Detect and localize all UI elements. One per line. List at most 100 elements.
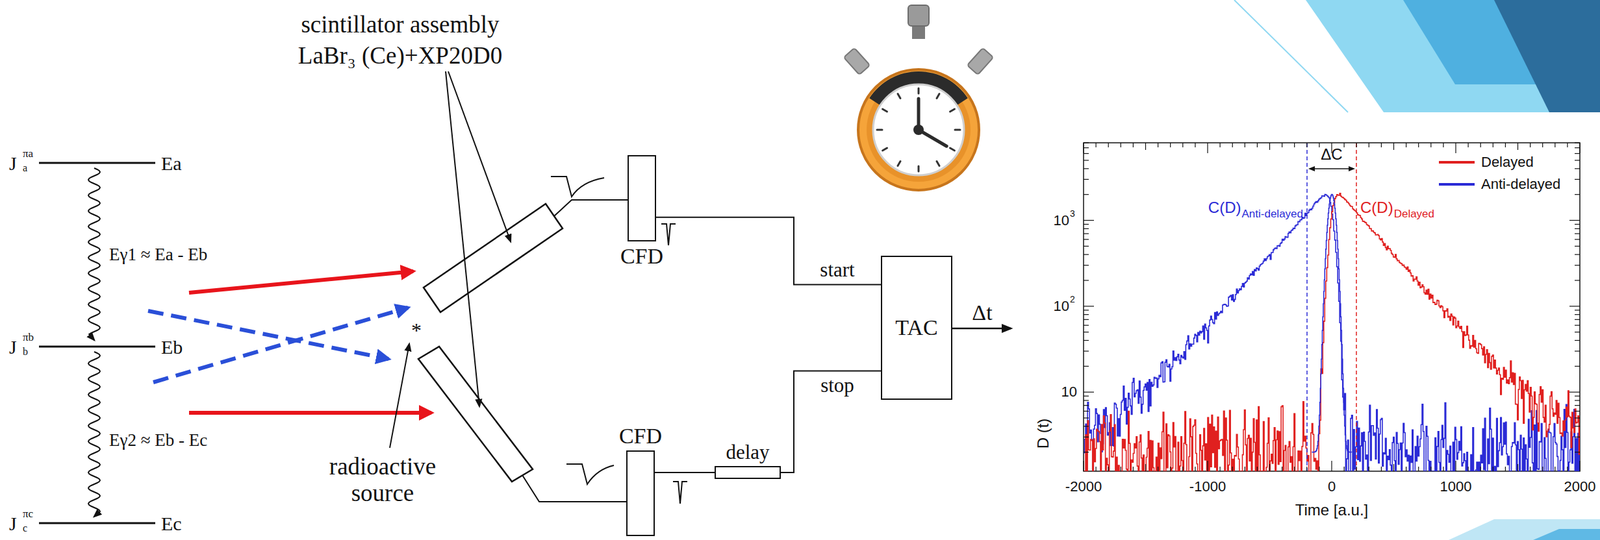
axis-tick — [1574, 254, 1580, 256]
stopwatch-icon — [843, 48, 870, 75]
signal-name: stop — [820, 374, 855, 397]
axis-tick — [1574, 246, 1580, 247]
tick-label: 2000 — [1564, 479, 1597, 496]
level-energy: Ec — [161, 513, 182, 535]
anti-delayed-curve — [1083, 194, 1580, 472]
axis-tick — [1574, 452, 1580, 453]
axis-tick — [1574, 279, 1580, 281]
slide-decoration — [1448, 519, 1600, 540]
axis-tick — [1574, 309, 1580, 311]
axis-tick — [1083, 366, 1089, 368]
pulse-shape — [673, 482, 688, 505]
legend-label: Anti-delayed — [1481, 176, 1561, 193]
axis-tick — [1083, 350, 1089, 352]
gamma-ray-arrow — [153, 307, 408, 383]
cfd-module: CFD — [626, 450, 655, 537]
axis-tick — [1318, 467, 1320, 472]
signal-wire — [656, 217, 881, 286]
detector — [418, 203, 563, 483]
legend-swatch — [1438, 161, 1475, 164]
tick-label: 0 — [1327, 479, 1336, 496]
axis-tick — [1206, 142, 1208, 154]
axis-tick — [1232, 467, 1233, 472]
axis-tick — [1368, 142, 1370, 148]
signal-wire — [780, 371, 881, 473]
axis-tick — [1219, 142, 1220, 148]
axis-tick — [1517, 142, 1519, 151]
axis-tick — [1083, 147, 1089, 149]
time-spectrum-chart — [1083, 142, 1580, 472]
slide-decoration — [1305, 0, 1600, 113]
axis-tick — [1574, 437, 1580, 438]
signal-wire — [554, 200, 628, 217]
axis-tick — [1574, 228, 1580, 230]
stopwatch-icon — [858, 69, 979, 191]
stopwatch-icon — [843, 48, 870, 75]
axis-tick — [1083, 168, 1089, 169]
axis-tick — [1083, 228, 1089, 230]
axis-tick — [1182, 142, 1183, 148]
axis-tick — [1569, 305, 1580, 307]
spin-label: J — [9, 336, 17, 358]
difference-arrow — [1309, 168, 1354, 170]
level-index: a — [22, 162, 28, 175]
stopwatch-icon — [913, 124, 924, 136]
axis-tick — [1083, 437, 1089, 438]
gamma-energy: Eγ2 ≈ Eb - Ec — [109, 431, 208, 451]
axis-tick — [1169, 142, 1171, 148]
axis-tick — [1505, 467, 1506, 472]
level-index: c — [22, 522, 28, 535]
stopwatch-icon — [917, 88, 920, 94]
axis-tick — [1083, 142, 1580, 472]
axis-tick — [1083, 254, 1089, 256]
pulse-shape — [550, 176, 688, 505]
axis-tick — [1505, 142, 1506, 148]
stopwatch-icon — [873, 84, 965, 176]
axis-tick — [1566, 467, 1568, 472]
axis-tick — [1269, 464, 1270, 472]
stopwatch-icon — [897, 161, 901, 166]
delayed-curve — [1083, 193, 1580, 472]
axis-tick — [1219, 467, 1220, 472]
axis-tick — [1574, 411, 1580, 412]
centroid-label: C(D) — [1208, 199, 1242, 217]
legend-label: Delayed — [1481, 154, 1534, 171]
axis-tick — [1108, 467, 1109, 472]
parity-label: πa — [22, 148, 34, 161]
level-energy: Eb — [161, 336, 183, 358]
axis-tick — [1405, 142, 1407, 148]
axis-tick — [1083, 417, 1089, 419]
signal-name: start — [819, 259, 855, 282]
axis-tick — [1574, 147, 1580, 149]
stopwatch-icon — [936, 161, 940, 166]
axis-tick — [1083, 153, 1089, 154]
axis-tick — [1574, 153, 1580, 154]
axis-tick — [1083, 392, 1094, 394]
prompt-curve — [1311, 194, 1352, 453]
parity-label: πb — [22, 331, 34, 345]
stopwatch-icon — [936, 94, 940, 99]
pulse-shape — [661, 224, 676, 246]
axis-tick — [1120, 467, 1122, 472]
stopwatch-icon — [882, 109, 888, 112]
centroid-line — [1355, 143, 1358, 471]
axis-tick — [1083, 400, 1089, 401]
axis-tick — [1529, 142, 1531, 148]
tick-label: -1000 — [1189, 479, 1226, 496]
axis-tick — [1574, 325, 1580, 327]
axis-tick — [1083, 314, 1089, 316]
axis-tick — [1480, 467, 1482, 472]
axis-tick — [1574, 233, 1580, 234]
axis-tick — [1083, 265, 1089, 266]
axis-tick — [1306, 467, 1308, 472]
axis-tick — [1083, 279, 1089, 281]
axis-tick — [1468, 142, 1469, 148]
axis-tick — [1083, 305, 1094, 307]
axis-tick — [1574, 350, 1580, 352]
stopwatch-icon — [967, 48, 994, 75]
module-label: CFD — [620, 244, 664, 269]
energy-level — [38, 522, 156, 525]
tac-module: TAC — [880, 255, 953, 401]
spin-label: J — [9, 513, 17, 535]
